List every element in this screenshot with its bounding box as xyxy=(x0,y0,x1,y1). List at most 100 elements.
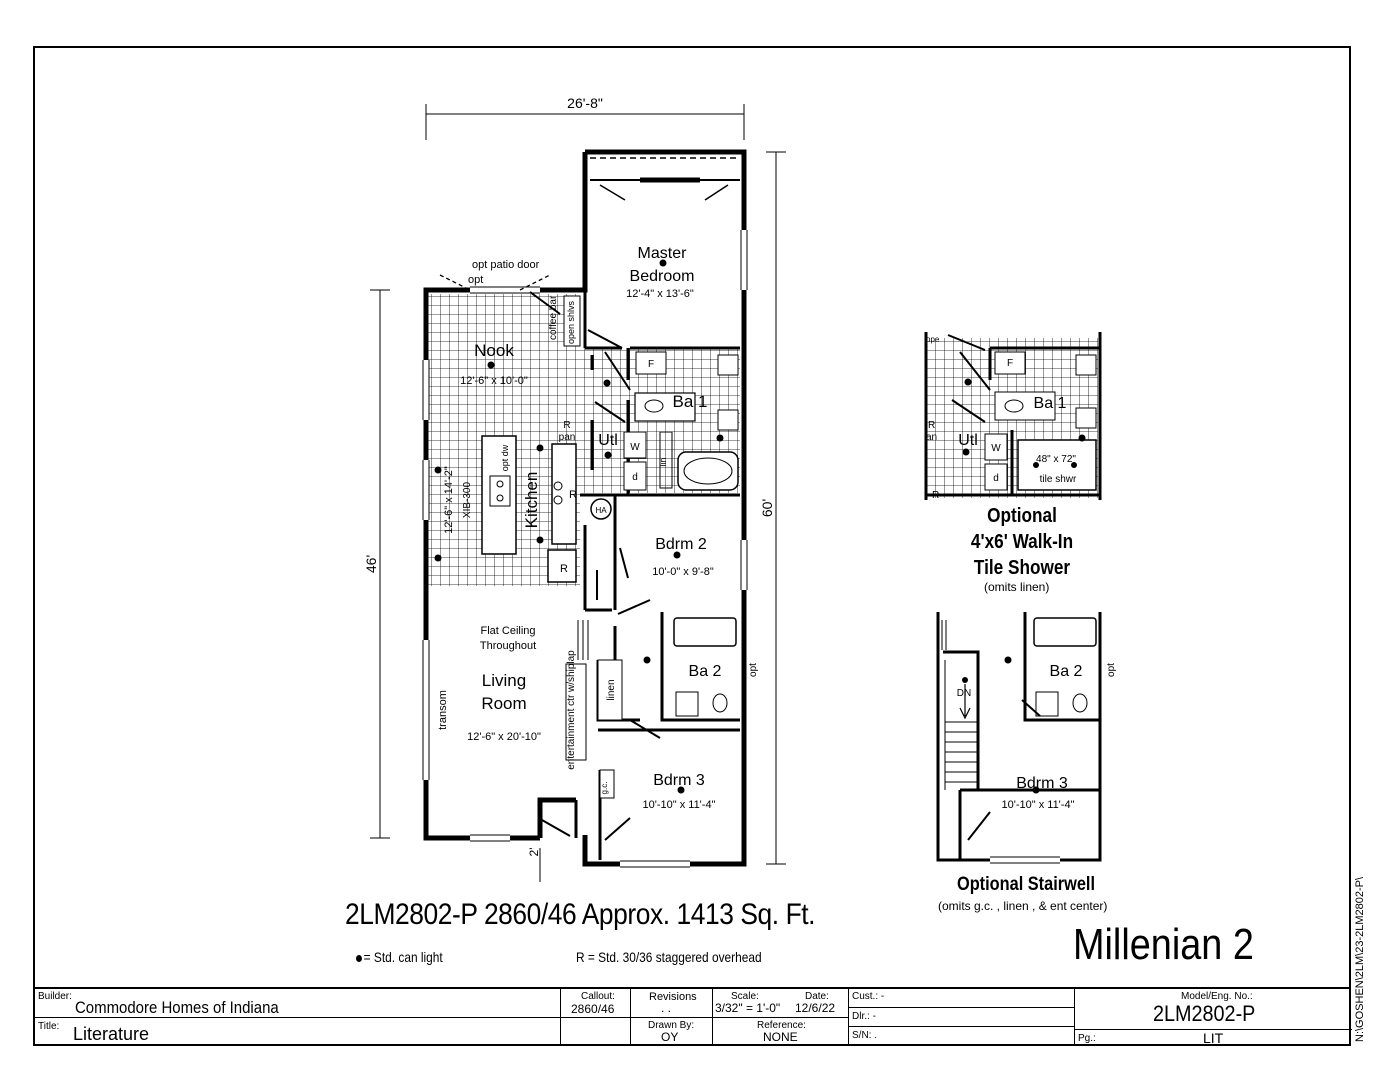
opt-shower-utl: Utl xyxy=(958,432,978,449)
r-mark-2: R xyxy=(569,489,577,501)
drawn-label: Drawn By: xyxy=(648,1020,695,1031)
label-washer: W xyxy=(630,442,640,453)
dlr-value: - xyxy=(872,1011,876,1022)
cust-label: Cust.: xyxy=(852,991,879,1002)
room-living-dim: 12'-6" x 20'-10" xyxy=(467,731,541,743)
room-kitchen: Kitchen xyxy=(522,472,541,529)
room-kitchen-dim: 12'-6" x 14'-2" xyxy=(443,466,455,534)
doors xyxy=(541,329,661,841)
model-name: Millenian 2 xyxy=(1073,920,1254,969)
builder-label: Builder: xyxy=(38,991,72,1002)
opt-stair-opt: opt xyxy=(1106,663,1117,677)
note-entertainment: entertainment ctr w/shiplap xyxy=(566,650,577,770)
can-light-icon xyxy=(356,954,362,962)
room-living-2: Room xyxy=(481,694,526,713)
room-ba1: Ba 1 xyxy=(673,392,708,411)
note-opt-dw: opt dw xyxy=(500,444,510,471)
dimension-lines xyxy=(370,104,786,882)
note-patio: opt patio door xyxy=(472,259,540,271)
opt-shower-dim: 48" x 72" xyxy=(1036,454,1076,465)
opt-stair-bdrm3: Bdrm 3 xyxy=(1016,775,1068,792)
opt-stair-bdrm3-dim: 10'-10" x 11'-4" xyxy=(1002,799,1075,811)
revisions-label: Revisions xyxy=(649,991,697,1003)
model-cell: Model/Eng. No.: 2LM2802-P Pg.: LIT xyxy=(1074,989,1352,1046)
note-xib: XIB-300 xyxy=(462,481,473,518)
opt-shower-an: an xyxy=(926,432,937,443)
callout-cell: Callout: 2860/46 xyxy=(560,989,631,1044)
option-shower-title-1: Optional xyxy=(987,505,1057,527)
callout-label: Callout: xyxy=(581,991,615,1002)
opt-shower-label: tile shwr xyxy=(1040,474,1077,485)
sn-label: S/N: xyxy=(852,1030,872,1041)
note-open-shelves: open shlvs xyxy=(566,300,576,344)
legend-can-light: = Std. can light xyxy=(356,949,443,965)
opt-stair-ba2: Ba 2 xyxy=(1050,663,1083,680)
dim-offset: 2' xyxy=(527,848,541,857)
option-shower-title-3: Tile Shower xyxy=(973,557,1071,579)
title-block: Builder: Commodore Homes of Indiana Titl… xyxy=(33,987,1352,1046)
room-nook: Nook xyxy=(474,341,514,360)
reference-label: Reference: xyxy=(757,1020,806,1031)
opt-shower-ba1: Ba 1 xyxy=(1034,395,1067,412)
plan-headline: 2LM2802-P 2860/46 Approx. 1413 Sq. Ft. xyxy=(345,898,816,931)
sn-value: . xyxy=(874,1030,878,1041)
r-mark-3: R xyxy=(560,563,568,575)
option-shower-note: (omits linen) xyxy=(984,580,1050,594)
legend-overhead: R = Std. 30/36 staggered overhead xyxy=(576,949,762,965)
file-path: N:\GOSHEN\2LM\23-2LM2802-P\ xyxy=(1354,876,1366,1042)
option-stair-note: (omits g.c. , linen , & ent center) xyxy=(938,899,1108,913)
opt-shower-w: W xyxy=(991,443,1001,454)
note-gc: g.c. xyxy=(600,782,609,795)
room-master-2: Bedroom xyxy=(630,268,695,285)
customer-cell: Cust.: - Dlr.: - S/N: . xyxy=(848,989,1075,1044)
revisions-cell: Revisions . . Drawn By: OY xyxy=(630,989,713,1044)
room-utl: Utl xyxy=(598,432,618,449)
dim-width: 26'-8" xyxy=(567,95,603,111)
opt-shower-ope: ope xyxy=(926,335,940,344)
scale-label: Scale: xyxy=(731,991,759,1002)
windows xyxy=(423,230,747,867)
legend-can-light-text: = Std. can light xyxy=(363,949,443,965)
date-value: 12/6/22 xyxy=(795,1001,836,1015)
opt-shower-r: R xyxy=(928,420,935,431)
can-lights xyxy=(434,259,724,794)
dim-depth: 60' xyxy=(759,499,775,517)
label-f: F xyxy=(648,359,654,370)
stair-treads xyxy=(941,620,978,790)
note-patio-opt: opt xyxy=(468,274,483,286)
opt-shower-d: d xyxy=(993,473,999,484)
title-label: Title: xyxy=(38,1021,60,1032)
room-bdrm2-dim: 10'-0" x 9'-8" xyxy=(652,566,714,578)
revisions-marks: . . xyxy=(661,1001,672,1015)
room-bdrm3: Bdrm 3 xyxy=(653,772,705,789)
pg-value: LIT xyxy=(1203,1030,1224,1046)
room-nook-dim: 12'-6" x 10'-0" xyxy=(460,375,528,387)
opt-shower-r2: R xyxy=(932,490,939,501)
note-linen: linen xyxy=(606,679,617,700)
label-dryer: d xyxy=(632,472,638,483)
room-ba2: Ba 2 xyxy=(689,663,722,680)
option-shower-title-2: 4'x6' Walk-In xyxy=(970,531,1074,553)
reference-value: NONE xyxy=(763,1030,798,1044)
option-shower-title: Optional 4'x6' Walk-In Tile Shower xyxy=(953,503,1091,581)
note-pan: pan xyxy=(559,432,576,443)
note-flat-ceiling-1: Flat Ceiling xyxy=(480,625,535,637)
dlr-label: Dlr.: xyxy=(852,1011,870,1022)
option-stair-title: Optional Stairwell xyxy=(956,874,1096,895)
note-flat-ceiling-2: Throughout xyxy=(480,640,536,652)
room-living: Living xyxy=(482,671,526,690)
window-lines xyxy=(422,230,748,868)
opt-shower-f: F xyxy=(1007,358,1013,369)
model-value: 2LM2802-P xyxy=(1153,1001,1256,1026)
room-master-dim: 12'-4" x 13'-6" xyxy=(626,288,694,300)
label-ha: HA xyxy=(595,506,607,515)
note-lin: lin xyxy=(658,457,668,466)
pg-label: Pg.: xyxy=(1078,1033,1096,1044)
drawn-value: OY xyxy=(661,1030,679,1044)
note-coffee-bar: coffee bar xyxy=(548,295,559,340)
option-stair-walls xyxy=(936,612,1102,862)
exterior-walls xyxy=(423,149,747,867)
callout-value: 2860/46 xyxy=(571,1002,615,1016)
builder-value: Commodore Homes of Indiana xyxy=(75,998,279,1017)
